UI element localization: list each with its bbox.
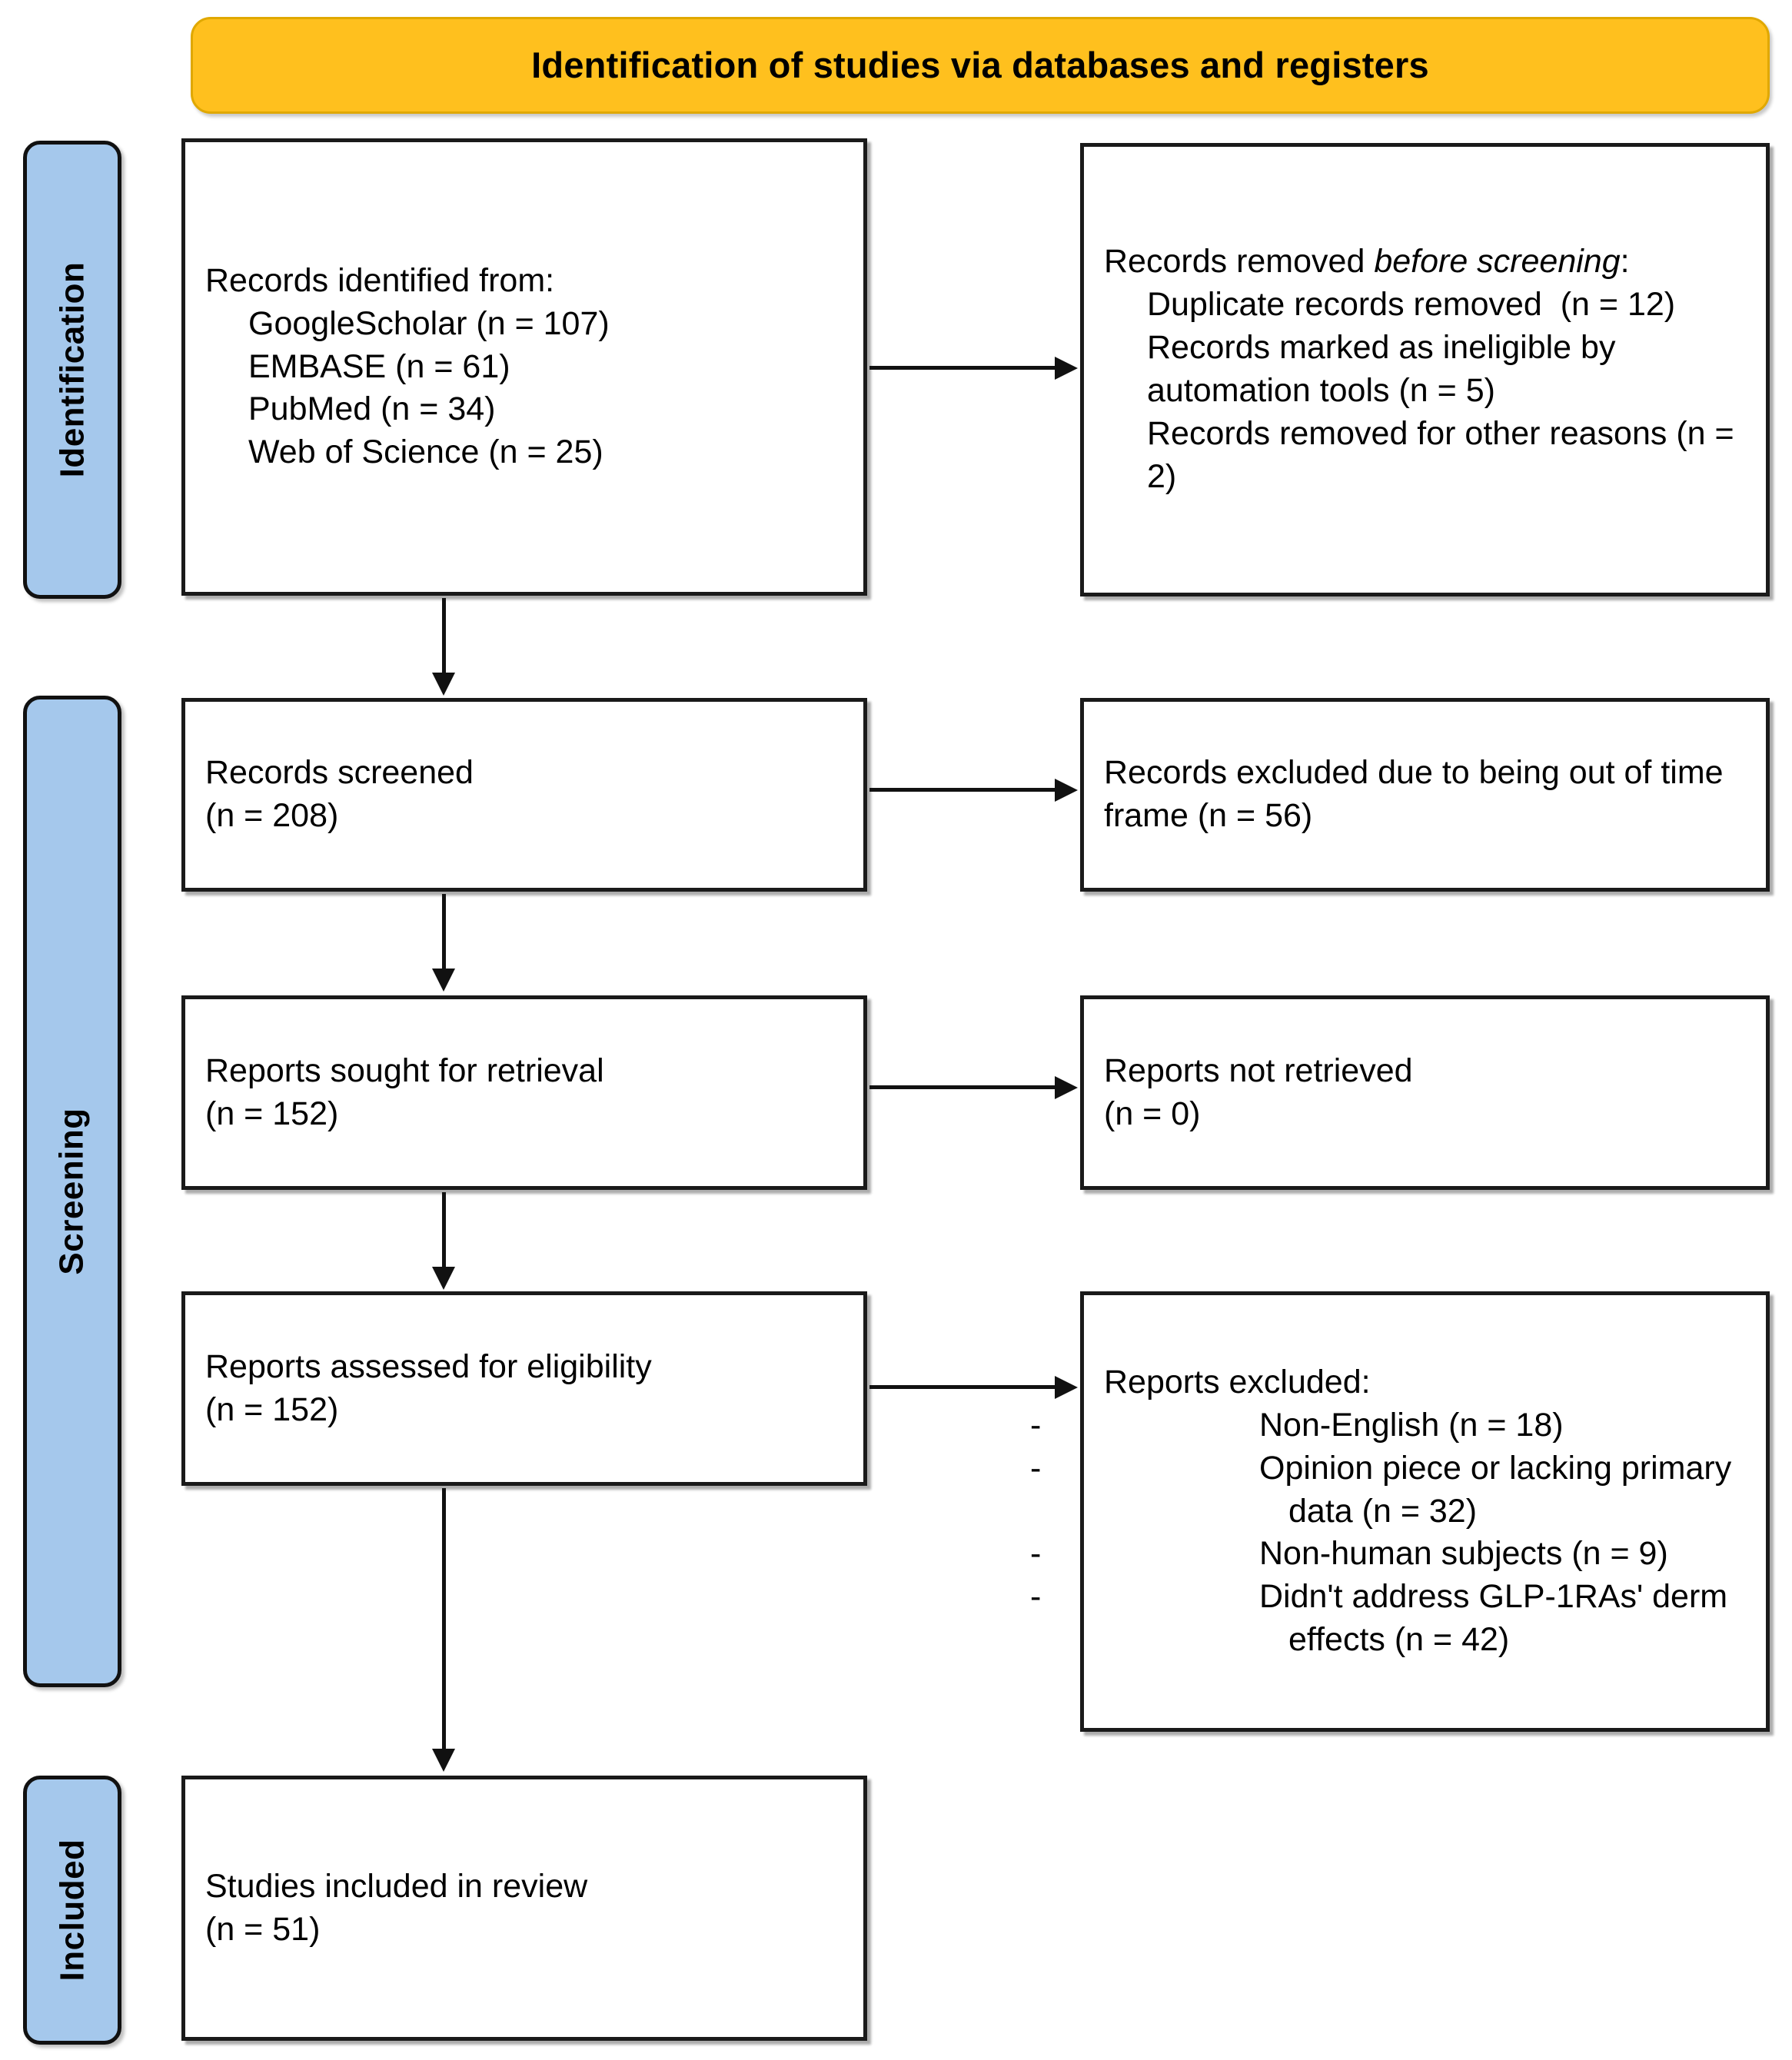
reports-excluded-reason-list: - Non-English (n = 18) - Opinion piece or … [1030, 1404, 1746, 1662]
records-identified-source-pubmed: PubMed (n = 34) [248, 390, 496, 428]
connector-line [869, 366, 1056, 370]
reports-excluded-reason-non-english: - Non-English (n = 18) [1030, 1404, 1746, 1447]
reports-assessed-count: (n = 152) [205, 1390, 339, 1428]
stage-tab-screening: Screening [23, 696, 121, 1687]
reports-excluded-reason-text: Opinion piece or lacking primary data (n… [1259, 1449, 1741, 1530]
records-screened-label: Records screened [205, 754, 474, 792]
reports-sought-count: (n = 152) [205, 1095, 339, 1132]
reports-excluded-reason-no-derm-effects: - Didn't address GLP-1RAs' derm effects (… [1030, 1576, 1746, 1662]
reports-excluded-reason-opinion-piece: - Opinion piece or lacking primary data (… [1030, 1447, 1746, 1533]
stage-tab-label-included: Included [53, 1839, 91, 1982]
box-reports-not-retrieved: Reports not retrieved (n = 0) [1080, 995, 1770, 1190]
connector-line [869, 1385, 1056, 1389]
dash-bullet-icon: - [1030, 1449, 1042, 1487]
records-removed-heading-plain: Records removed [1104, 243, 1375, 281]
arrow-right-icon [1055, 1076, 1078, 1099]
records-removed-heading: Records removed before screening: [1104, 241, 1746, 284]
box-records-removed-before-screening: Records removed before screening: Duplic… [1080, 143, 1770, 596]
arrow-right-icon [1055, 779, 1078, 802]
box-records-excluded-timeframe: Records excluded due to being out of tim… [1080, 698, 1770, 892]
records-removed-heading-italic: before screening [1374, 243, 1621, 281]
arrow-right-icon [1055, 1376, 1078, 1399]
box-records-screened: Records screened (n = 208) [181, 698, 867, 892]
box-records-identified: Records identified from: GoogleScholar (… [181, 138, 867, 596]
stage-tab-label-identification: Identification [53, 261, 91, 478]
stage-tab-identification: Identification [23, 141, 121, 599]
studies-included-count: (n = 51) [205, 1910, 321, 1948]
records-identified-source-googlescholar: GoogleScholar (n = 107) [248, 304, 610, 342]
records-identified-source-webofscience: Web of Science (n = 25) [248, 434, 603, 471]
box-reports-excluded: Reports excluded: - Non-English (n = 18) … [1030, 1291, 1770, 1732]
connector-line [442, 1488, 446, 1749]
records-excluded-timeframe-text: Records excluded due to being out of tim… [1104, 754, 1733, 834]
connector-line [442, 1192, 446, 1269]
phase-banner-label: Identification of studies via databases … [531, 45, 1429, 86]
records-removed-heading-tail: : [1620, 243, 1630, 281]
stage-tab-label-screening: Screening [53, 1108, 91, 1275]
reports-excluded-heading: Reports excluded: [1104, 1363, 1371, 1400]
records-screened-count: (n = 208) [205, 797, 339, 834]
box-reports-assessed: Reports assessed for eligibility (n = 15… [181, 1291, 867, 1486]
studies-included-label: Studies included in review [205, 1867, 588, 1905]
records-identified-heading: Records identified from: [205, 261, 555, 299]
dash-bullet-icon: - [1030, 1406, 1042, 1444]
records-identified-source-embase: EMBASE (n = 61) [248, 347, 510, 385]
reports-excluded-reason-text: Non-human subjects (n = 9) [1259, 1535, 1668, 1573]
arrow-right-icon [1055, 357, 1078, 380]
reports-sought-label: Reports sought for retrieval [205, 1052, 604, 1089]
connector-line [442, 598, 446, 675]
arrow-down-icon [432, 673, 455, 696]
connector-line [869, 788, 1056, 792]
arrow-down-icon [432, 969, 455, 992]
dash-bullet-icon: - [1030, 1535, 1042, 1573]
reports-excluded-reason-non-human: - Non-human subjects (n = 9) [1030, 1533, 1746, 1576]
reports-excluded-reason-text: Didn't address GLP-1RAs' derm effects (n… [1259, 1578, 1737, 1659]
reports-excluded-reason-text: Non-English (n = 18) [1259, 1406, 1564, 1444]
reports-not-retrieved-count: (n = 0) [1104, 1095, 1201, 1132]
stage-tab-included: Included [23, 1776, 121, 2045]
box-studies-included: Studies included in review (n = 51) [181, 1776, 867, 2041]
phase-banner-identification: Identification of studies via databases … [191, 17, 1770, 114]
records-removed-item-automation: Records marked as ineligible by automati… [1147, 329, 1625, 409]
dash-bullet-icon: - [1030, 1578, 1042, 1616]
reports-assessed-label: Reports assessed for eligibility [205, 1347, 652, 1385]
connector-line [869, 1085, 1056, 1089]
arrow-down-icon [432, 1749, 455, 1772]
reports-not-retrieved-label: Reports not retrieved [1104, 1052, 1413, 1089]
connector-line [442, 894, 446, 971]
records-removed-item-other: Records removed for other reasons (n = 2… [1147, 414, 1744, 495]
box-reports-sought: Reports sought for retrieval (n = 152) [181, 995, 867, 1190]
arrow-down-icon [432, 1267, 455, 1290]
records-removed-item-duplicates: Duplicate records removed (n = 12) [1147, 286, 1676, 324]
